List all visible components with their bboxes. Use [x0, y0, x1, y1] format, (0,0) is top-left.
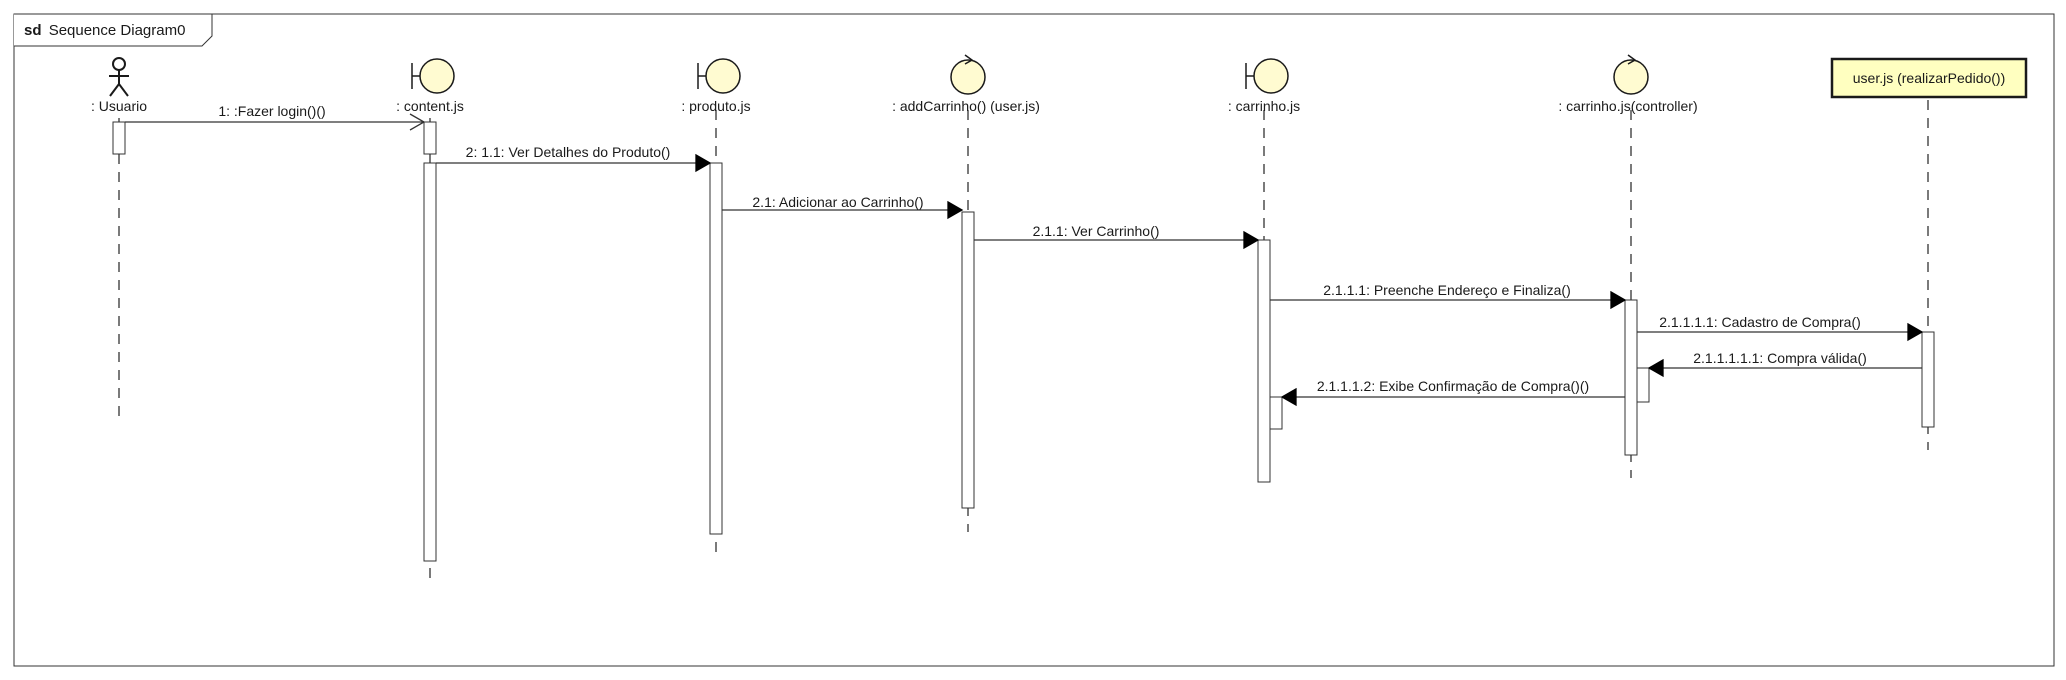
- activation-bar: [1624, 299, 1638, 456]
- frame-title: sd Sequence Diagram0: [24, 22, 185, 39]
- activations: [112, 121, 1935, 562]
- message-3: [722, 200, 964, 220]
- message-7: [1647, 358, 1922, 378]
- boundary-icon: [1245, 58, 1289, 94]
- participant-carrinho[interactable]: : carrinho.js: [1228, 58, 1300, 114]
- messages: [125, 113, 1924, 407]
- activation-bar: [423, 121, 437, 155]
- message-2: [436, 153, 712, 173]
- message-label: 2.1.1.1: Preenche Endereço e Finaliza(): [1323, 282, 1570, 298]
- lifelines: [118, 100, 1929, 585]
- message-5: [1270, 290, 1627, 310]
- diagram-frame: sd Sequence Diagram0: [13, 13, 2055, 667]
- participant-label: : carrinho.js(controller): [1558, 98, 1697, 114]
- message-label: 2.1.1: Ver Carrinho(): [1033, 223, 1160, 239]
- activation-bar: [1921, 331, 1935, 428]
- actor-icon: [109, 57, 129, 97]
- boundary-icon: [411, 58, 455, 94]
- participant-label: : produto.js: [681, 98, 750, 114]
- message-1: [125, 113, 426, 131]
- activation-bar: [1257, 239, 1271, 483]
- activation-bar: [112, 121, 126, 155]
- control-icon: [950, 54, 986, 95]
- message-label: 2: 1.1: Ver Detalhes do Produto(): [466, 144, 671, 160]
- participant-label: : content.js: [396, 98, 464, 114]
- boundary-icon: [697, 58, 741, 94]
- participant-label: : addCarrinho() (user.js): [892, 98, 1040, 114]
- message-label: 1: :Fazer login()(): [218, 103, 325, 119]
- message-8: [1280, 387, 1625, 407]
- message-6: [1637, 322, 1924, 342]
- message-4: [974, 230, 1260, 250]
- participant-label: : Usuario: [91, 98, 147, 114]
- message-label: 2.1.1.1.1.1: Compra válida(): [1693, 350, 1867, 366]
- message-label: 2.1: Adicionar ao Carrinho(): [752, 194, 923, 210]
- activation-bar: [423, 162, 437, 562]
- activation-bar: [1269, 396, 1283, 430]
- participant-box: [1830, 57, 2028, 99]
- message-label: 2.1.1.1.2: Exibe Confirmação de Compra()…: [1317, 378, 1589, 394]
- participant-addcarrinho[interactable]: : addCarrinho() (user.js): [892, 54, 1040, 114]
- activation-bar: [1636, 367, 1650, 403]
- message-label: 2.1.1.1.1: Cadastro de Compra(): [1659, 314, 1861, 330]
- participant-content[interactable]: : content.js: [396, 58, 464, 114]
- activation-bar: [961, 211, 975, 509]
- participant-label: user.js (realizarPedido()): [1853, 70, 2006, 86]
- participant-usuario[interactable]: : Usuario: [91, 57, 147, 114]
- participant-userjs[interactable]: user.js (realizarPedido()): [1830, 57, 2028, 99]
- message-labels: 1: :Fazer login()() 2: 1.1: Ver Detalhes…: [218, 103, 1866, 394]
- activation-bar: [709, 162, 723, 535]
- participant-carrinhoctl[interactable]: : carrinho.js(controller): [1558, 54, 1698, 114]
- participant-label: : carrinho.js: [1228, 98, 1300, 114]
- control-icon: [1613, 54, 1649, 95]
- participant-produto[interactable]: : produto.js: [681, 58, 751, 114]
